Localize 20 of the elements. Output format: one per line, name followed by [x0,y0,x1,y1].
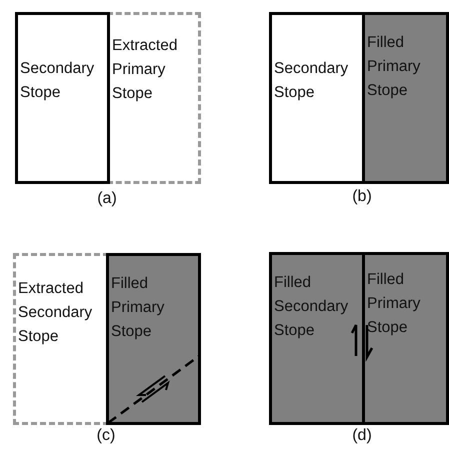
panel-label: (a) [97,190,117,208]
stope-label: Extracted Secondary Stope [18,279,94,347]
panel-label: (d) [352,427,372,445]
stope-box [15,12,110,184]
extracted-stope-outline [13,253,109,425]
filled-stope-box [362,252,449,425]
filled-stope-box [269,252,365,425]
stope-label: Filled Primary Stope [111,274,166,342]
panel-label: (b) [352,188,372,206]
stope-label: Filled Secondary Stope [274,273,350,341]
extracted-stope-outline [107,12,201,184]
stope-box [269,12,365,184]
panel-label: (c) [96,427,116,445]
stope-label: Filled Primary Stope [367,33,422,101]
stope-label: Extracted Primary Stope [112,36,178,104]
stope-label: Filled Primary Stope [367,270,422,338]
filled-stope-box [106,253,201,425]
stope-label: Secondary Stope [274,59,350,103]
stope-label: Secondary Stope [20,59,96,103]
filled-stope-box [362,12,449,184]
